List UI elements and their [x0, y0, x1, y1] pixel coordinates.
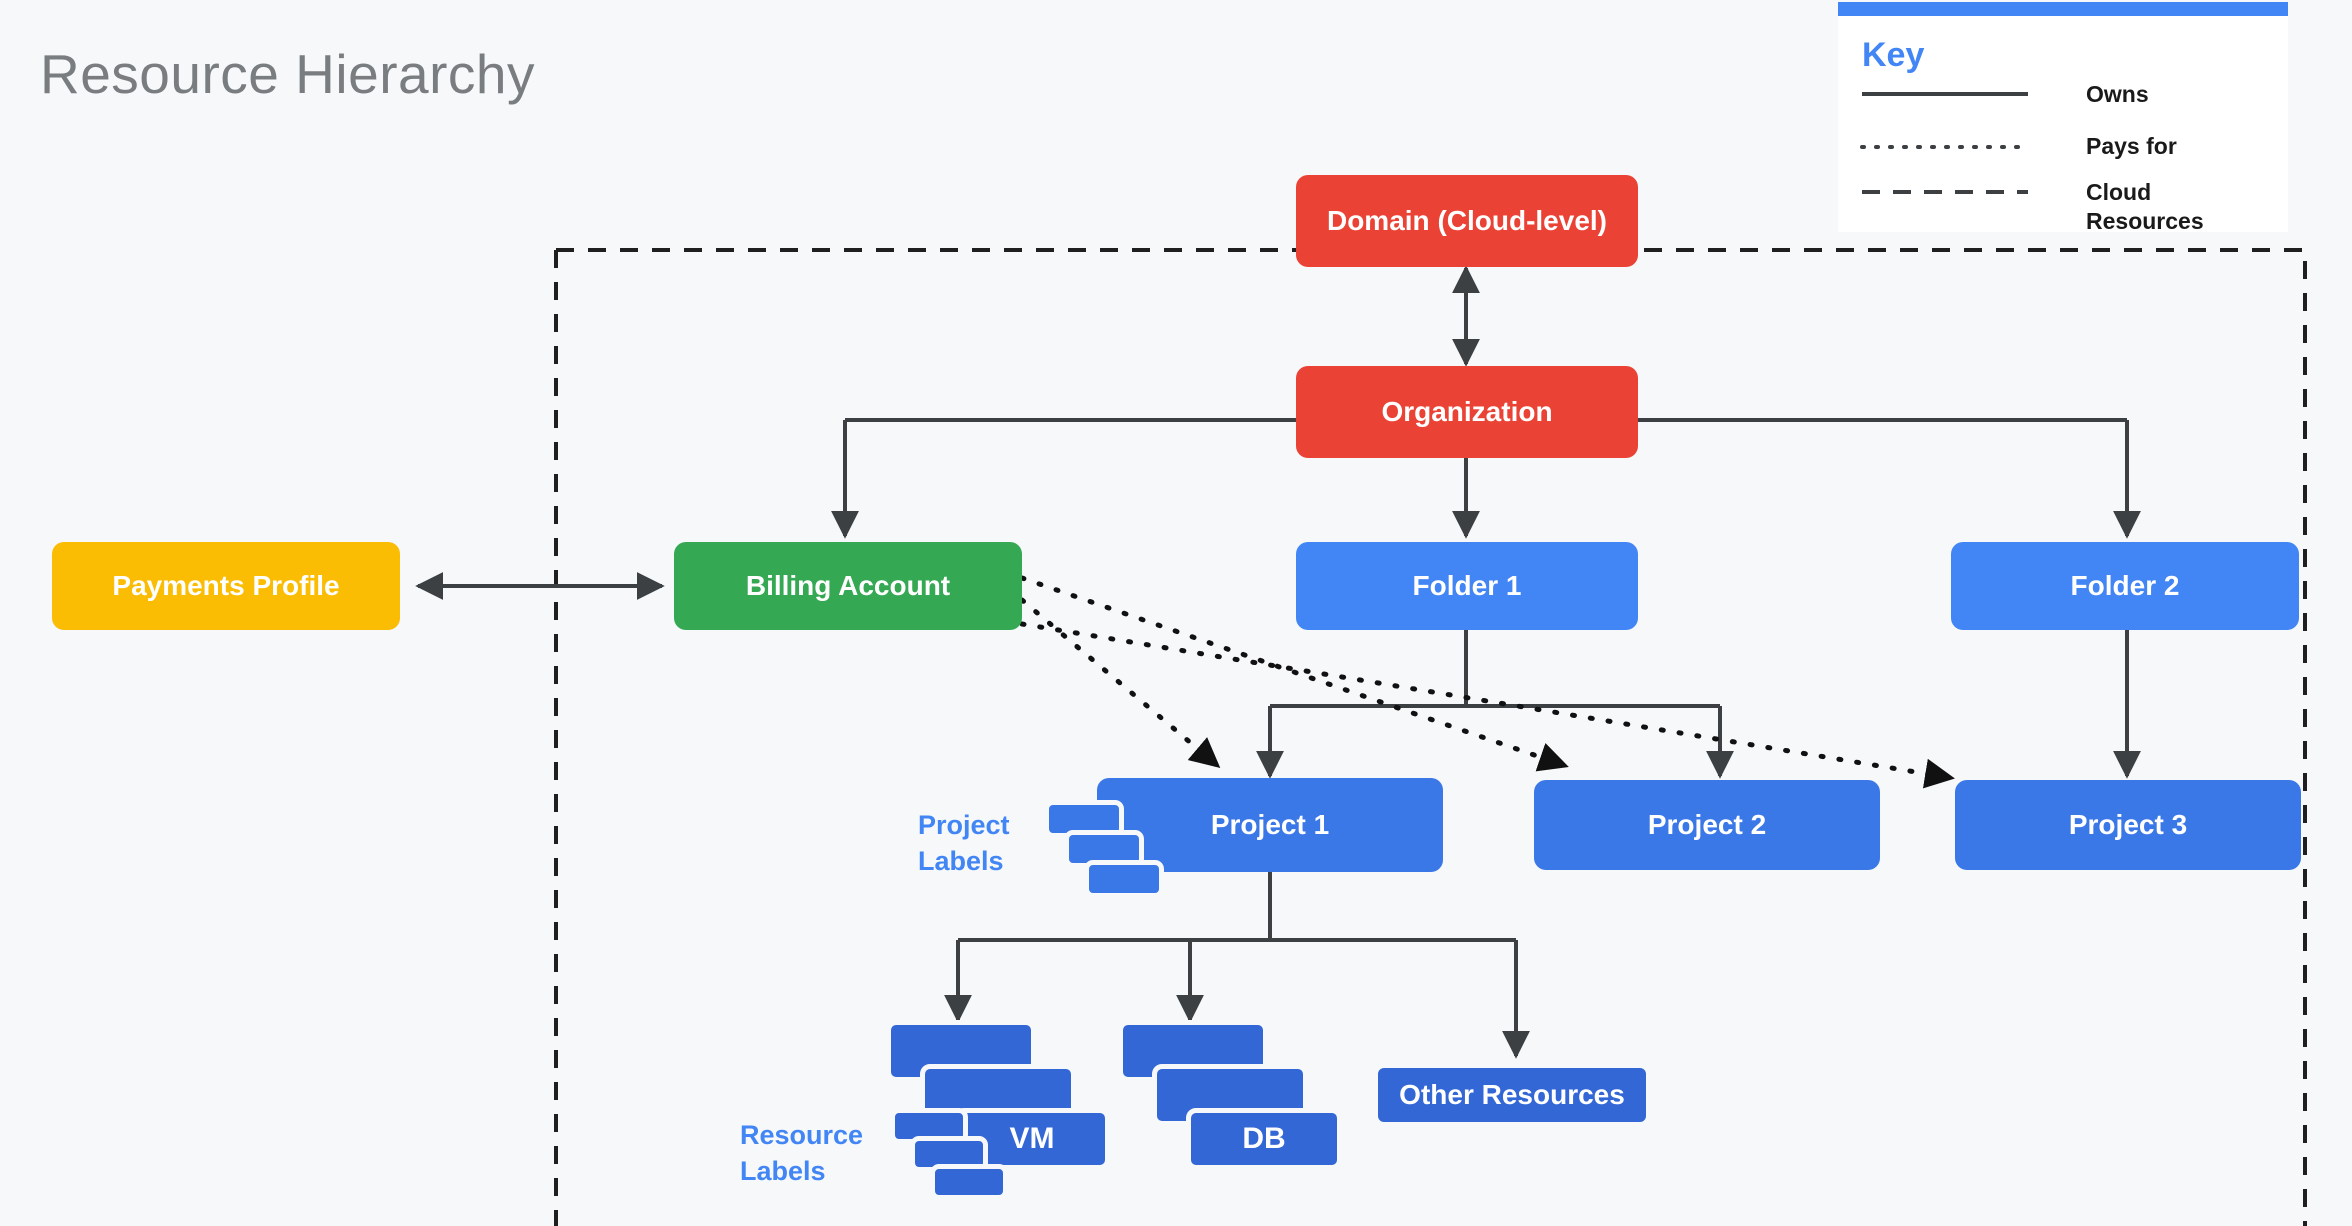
edge-billing-project3 — [1019, 621, 1955, 789]
node-db-stack[interactable]: DB — [1118, 1020, 1448, 1200]
resource-labels-chips-vm — [890, 1108, 1050, 1218]
key-label-cloud-resources: Cloud Resources — [2086, 179, 2204, 235]
node-organization-label: Organization — [1381, 395, 1553, 427]
key-label-owns: Owns — [2086, 81, 2149, 107]
node-domain-label: Domain (Cloud-level) — [1326, 204, 1607, 236]
node-billing-account-label: Billing Account — [745, 569, 951, 601]
key-swatches — [1860, 92, 2030, 194]
resource-labels-annotation: Resource Labels — [740, 1118, 930, 1189]
page-title: Resource Hierarchy — [40, 43, 536, 105]
node-vm-label: VM — [1009, 1122, 1055, 1155]
db-slab-front: DB — [1186, 1108, 1342, 1170]
node-billing-account[interactable]: Billing Account — [674, 542, 1022, 630]
node-db-label: DB — [1242, 1122, 1286, 1155]
resource-labels-line-1: Resource — [740, 1120, 864, 1150]
resource-label-chip-3 — [930, 1164, 1008, 1200]
node-other-resources-label: Other Resources — [1399, 1078, 1625, 1110]
project-labels-line-1: Project — [918, 810, 1010, 840]
node-organization[interactable]: Organization — [1296, 366, 1638, 458]
node-folder-2[interactable]: Folder 2 — [1951, 542, 2299, 630]
project-labels-annotation: Project Labels — [918, 808, 1088, 879]
project-labels-chips — [1044, 800, 1204, 900]
node-folder-1[interactable]: Folder 1 — [1296, 542, 1638, 630]
node-folder-2-label: Folder 2 — [2070, 569, 2180, 601]
node-project-3-label: Project 3 — [2068, 808, 2188, 840]
key-label-pays-for: Pays for — [2086, 133, 2177, 159]
node-project-2-label: Project 2 — [1647, 808, 1767, 840]
node-other-resources[interactable]: Other Resources — [1374, 1064, 1650, 1126]
node-project-3[interactable]: Project 3 — [1955, 780, 2301, 870]
resource-labels-line-2: Labels — [740, 1155, 826, 1186]
node-project-1-label: Project 1 — [1210, 808, 1330, 840]
node-domain[interactable]: Domain (Cloud-level) — [1296, 175, 1638, 267]
project-label-chip-3 — [1084, 860, 1164, 898]
edge-billing-project1 — [1019, 597, 1221, 769]
key-accent-bar — [1838, 2, 2288, 16]
node-project-1[interactable]: Project 1 — [1097, 778, 1443, 872]
node-project-2[interactable]: Project 2 — [1534, 780, 1880, 870]
node-payments-profile[interactable]: Payments Profile — [52, 542, 400, 630]
node-payments-profile-label: Payments Profile — [112, 569, 340, 601]
node-folder-1-label: Folder 1 — [1412, 569, 1522, 601]
key-legend: Key Owns Pays for Cloud Resources — [1838, 2, 2288, 234]
key-title: Key — [1862, 36, 1925, 74]
project-labels-line-2: Labels — [918, 845, 1004, 876]
